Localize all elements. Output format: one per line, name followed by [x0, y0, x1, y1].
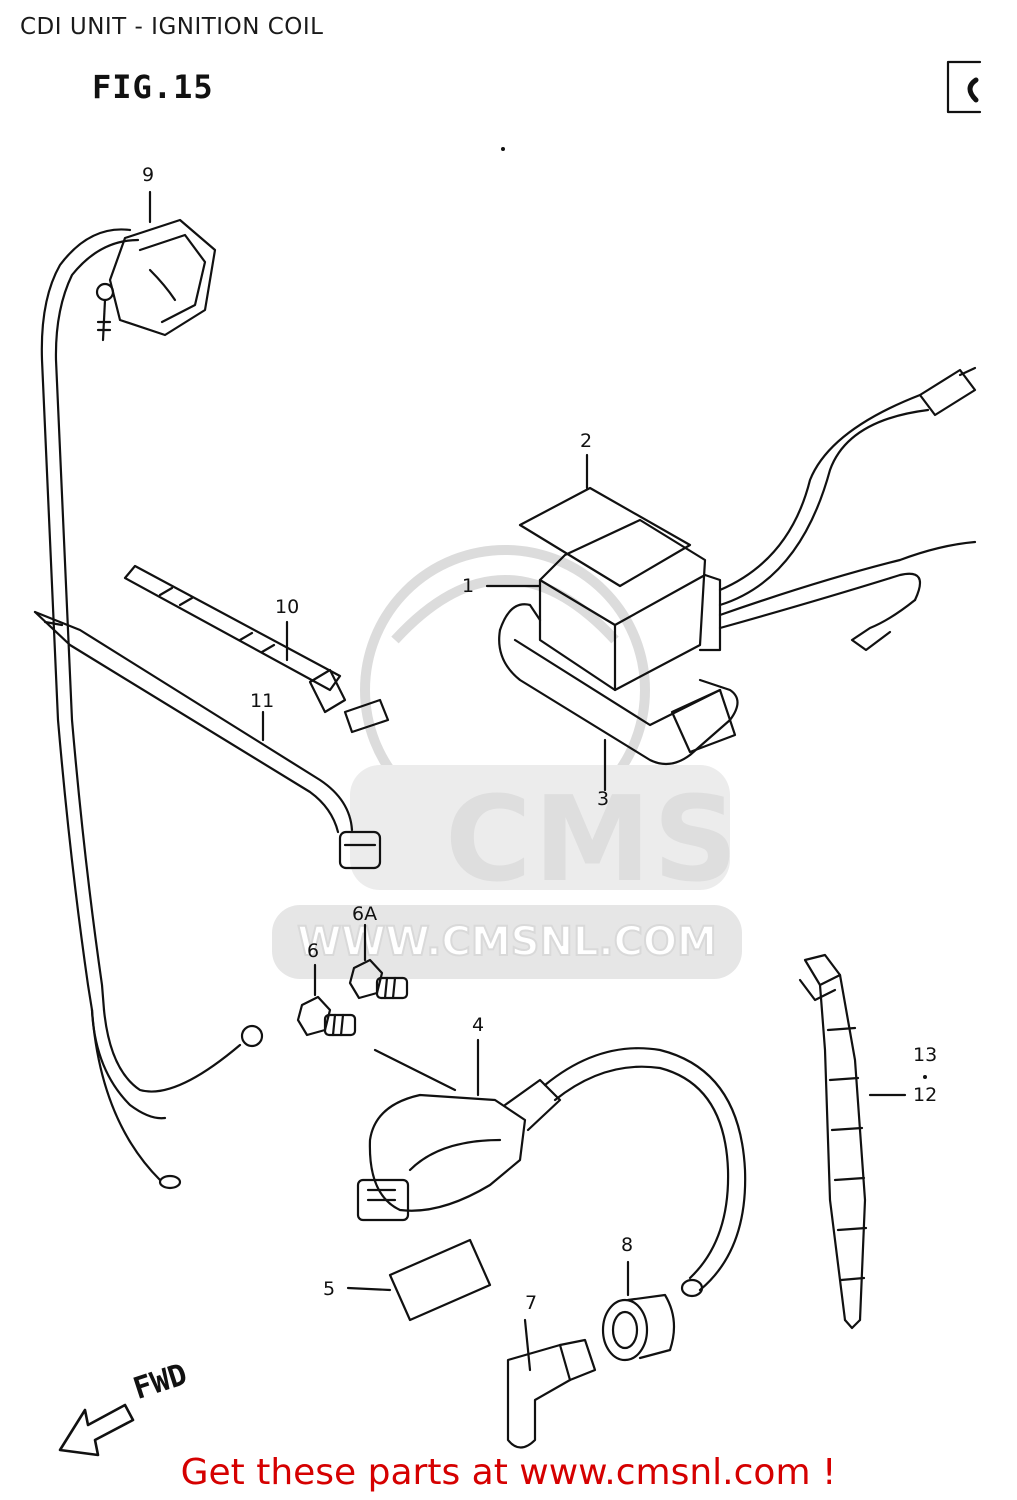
plug-cap-part-7	[506, 1318, 597, 1449]
cdi-unit-part-1	[538, 366, 977, 692]
callout-12: 12	[913, 1084, 938, 1106]
footer-link[interactable]: Get these parts at www.cmsnl.com !	[180, 1452, 837, 1493]
watermark-helmet-visor	[391, 575, 619, 644]
band-part-12-13	[798, 953, 907, 1330]
seal-part-8	[601, 1260, 676, 1362]
forward-arrow	[58, 1403, 135, 1457]
callout-7: 7	[525, 1292, 538, 1314]
cable-tie-part-10	[123, 564, 390, 734]
pad-part-5	[346, 1238, 492, 1322]
watermark-brand: CMS	[445, 770, 741, 908]
cdi-pad-part-2	[518, 486, 692, 588]
figure-label: FIG.15	[92, 68, 214, 106]
bolt-part-6a	[348, 958, 409, 1000]
cdi-holder-part-3	[498, 603, 739, 792]
watermark-url: WWW.CMSNL.COM	[296, 918, 718, 966]
callout-5: 5	[323, 1278, 336, 1300]
callout-13: 13	[913, 1044, 938, 1066]
callout-11: 11	[250, 690, 275, 712]
page-corner-mark	[946, 60, 982, 114]
callout-8: 8	[621, 1234, 634, 1256]
page-title: CDI UNIT - IGNITION COIL	[20, 14, 324, 40]
bolt-part-6	[296, 995, 357, 1037]
callout-10: 10	[275, 596, 300, 618]
callout-1: 1	[462, 575, 475, 597]
watermark-url-pill	[272, 905, 742, 979]
callout-6a: 6A	[352, 903, 378, 925]
ignition-coil-part-4	[356, 1047, 747, 1298]
callout-4: 4	[472, 1014, 485, 1036]
callout-9: 9	[142, 164, 155, 186]
callout-3: 3	[597, 788, 610, 810]
pulser-coil-part-9	[40, 218, 264, 1190]
callout-6: 6	[307, 940, 320, 962]
callout-2: 2	[580, 430, 593, 452]
cable-band-part-11	[33, 610, 382, 870]
watermark-cms-pill	[350, 765, 730, 890]
